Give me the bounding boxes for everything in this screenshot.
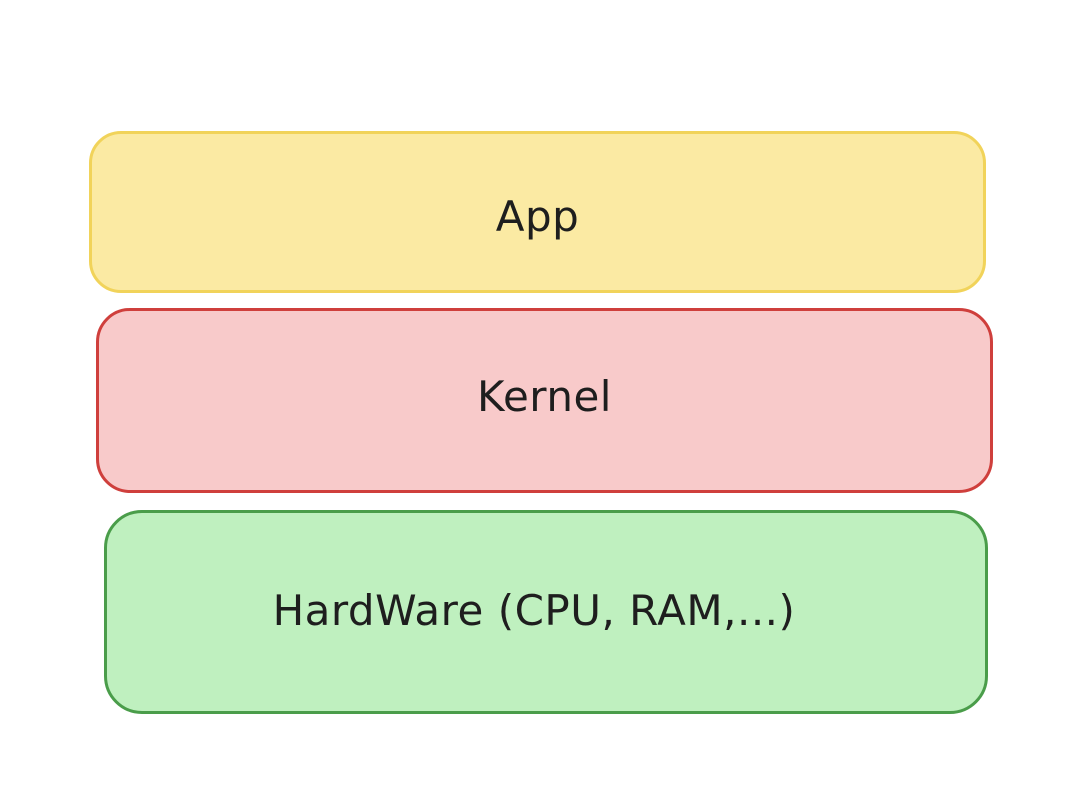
layer-app-box: App: [89, 131, 986, 293]
layer-kernel-label: Kernel: [477, 372, 612, 421]
layer-app-label: App: [495, 191, 580, 241]
layer-kernel-box: Kernel: [96, 308, 993, 493]
layer-hardware-label: HardWare (CPU, RAM,...): [272, 585, 796, 635]
layer-hardware-box: HardWare (CPU, RAM,...): [104, 510, 988, 714]
